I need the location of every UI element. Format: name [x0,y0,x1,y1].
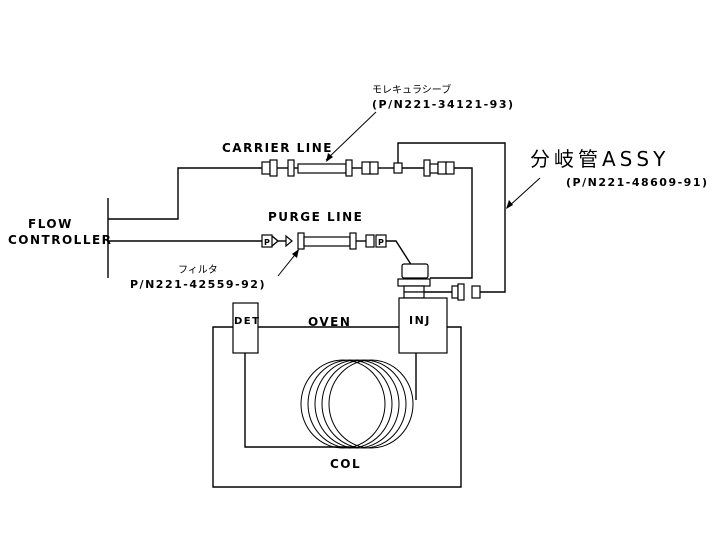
column-coil-1 [300,359,386,449]
filter-tube [303,236,351,247]
branch-pipe-name: 分岐管ASSY [530,147,669,171]
column-label: COL [330,457,361,471]
purge-check-valve [271,235,280,247]
filter-end-fitting-right [349,232,357,250]
purge-line: PURGE LINE P P [108,210,413,267]
injector-head [397,263,481,301]
column-coil-5 [328,359,414,449]
oven: OVEN [212,315,462,488]
filter-end-fitting-left [297,232,305,250]
injector-neck-2 [403,291,425,299]
purge-filter [297,232,357,250]
detector: DET [232,302,260,354]
sieve-leader-line [325,111,377,161]
injector-label: INJ [409,314,431,327]
molecular-sieve-callout: モレキュラシーブ (P/N221-34121-93) [325,83,515,162]
carrier-line-label: CARRIER LINE [222,141,333,155]
oven-wall [212,326,462,488]
detector-box [232,302,259,354]
molecular-sieve-pn: (P/N221-34121-93) [372,98,515,111]
column-to-detector-line [244,353,355,448]
purge-fitting-2 [365,234,375,248]
branch-leader-arrow [506,200,513,209]
flow-controller-label-2: CONTROLLER [8,233,112,247]
column-coil-4 [321,359,407,449]
injector-nut [397,278,431,287]
column: COL [244,353,417,471]
sieve-leader-arrow [326,153,333,162]
carrier-fitting-1 [261,161,271,175]
filter-pn: P/N221-42559-92) [130,278,266,291]
molecular-sieve-name: モレキュラシーブ [372,83,451,96]
carrier-fitting-3 [287,159,295,177]
carrier-fitting-8 [437,161,447,175]
filter-name: フィルタ [178,264,218,276]
injector-septum-cap [401,263,429,279]
purge-fitting-p1-label: P [264,238,271,247]
injector-neck [403,285,425,293]
carrier-line-pipe-1 [108,167,262,220]
injector-box [398,297,448,354]
split-fitting-2 [457,283,465,301]
filter-callout: フィルタ P/N221-42559-92) [130,249,299,291]
detector-label: DET [234,316,260,327]
purge-to-injector-pipe [386,240,413,267]
column-coil-3 [314,359,400,449]
purge-fitting-p2-label: P [378,238,385,247]
purge-fitting-p1 [261,234,273,248]
flow-controller: FLOW CONTROLLER [8,198,112,278]
carrier-fitting-6 [423,159,431,177]
molecular-sieve-tube [297,163,347,174]
branch-leader-line [506,177,541,209]
branch-bypass-pipe [397,142,506,293]
branch-pipe-pn: (P/N221-48609-91) [566,176,709,189]
flow-controller-label-1: FLOW [28,217,73,231]
split-fitting-1 [451,285,459,299]
sieve-end-fitting [345,159,353,177]
carrier-fitting-7 [429,163,439,174]
carrier-to-injector-pipe [430,167,473,279]
oven-label: OVEN [308,315,351,329]
carrier-fitting-9 [445,161,455,175]
carrier-fitting-5 [369,161,379,175]
carrier-fitting-4 [361,161,371,175]
molecular-sieve [294,159,353,177]
carrier-line: CARRIER LINE [108,141,506,293]
branch-pipe-callout: 分岐管ASSY (P/N221-48609-91) [506,147,709,209]
filter-leader-arrow [292,249,299,258]
split-fitting-3 [471,285,481,299]
purge-filter-inlet [285,234,293,248]
injector: INJ [398,297,448,354]
branch-tee [393,162,403,174]
purge-line-label: PURGE LINE [268,210,363,224]
carrier-fitting-2 [269,159,278,177]
column-coil-2 [307,359,393,449]
